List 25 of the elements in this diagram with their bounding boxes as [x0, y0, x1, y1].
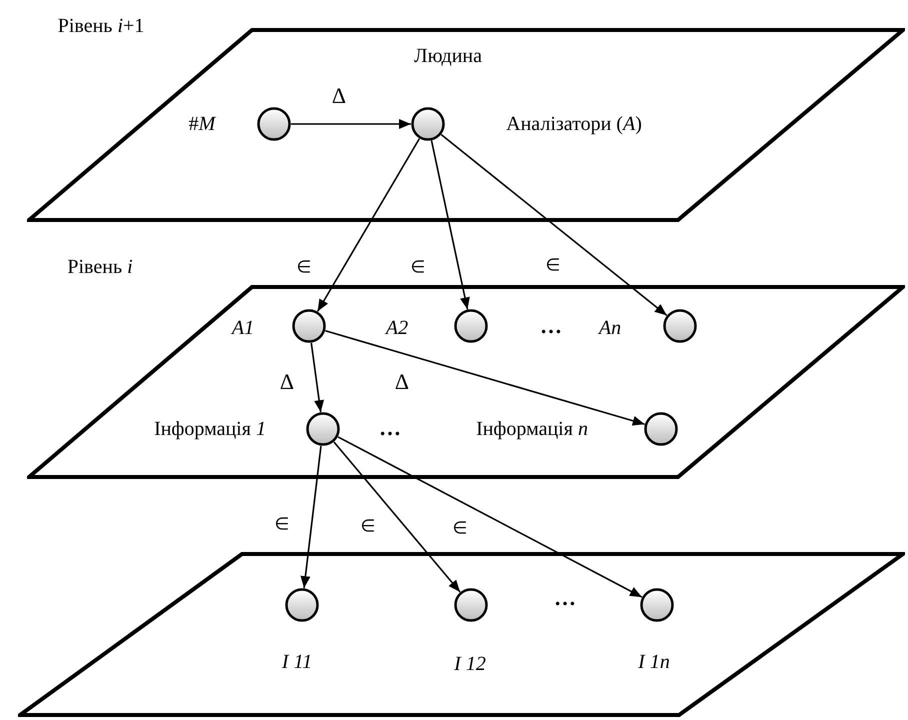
node-label: I 11: [282, 652, 312, 672]
ellipsis-label: …: [554, 587, 576, 609]
node-label: Людина: [414, 46, 482, 66]
node-label: A1: [232, 318, 254, 338]
node-label: Аналізатори (A): [506, 114, 642, 134]
arrow: [338, 436, 642, 598]
node-label: I 1n: [638, 652, 670, 672]
arrow: [300, 446, 322, 588]
ellipsis-label: …: [379, 417, 401, 439]
level-heading: Рівень i: [67, 257, 133, 277]
arrow: [333, 442, 461, 592]
arrow: [430, 140, 470, 310]
arrow: [316, 138, 420, 312]
node-label: #M: [188, 114, 216, 134]
arrow: [310, 342, 324, 412]
level-heading: Рівень i+1: [58, 16, 144, 36]
node-label: Інформація n: [476, 419, 588, 439]
node-label: I 12: [454, 654, 486, 674]
node-label: Інформація 1: [154, 419, 266, 439]
node-label: An: [598, 318, 622, 338]
arrow: [440, 134, 668, 316]
arrow: [291, 119, 411, 129]
ellipsis-label: …: [540, 315, 562, 337]
arrow: [325, 330, 645, 426]
node-label: A2: [386, 318, 408, 338]
